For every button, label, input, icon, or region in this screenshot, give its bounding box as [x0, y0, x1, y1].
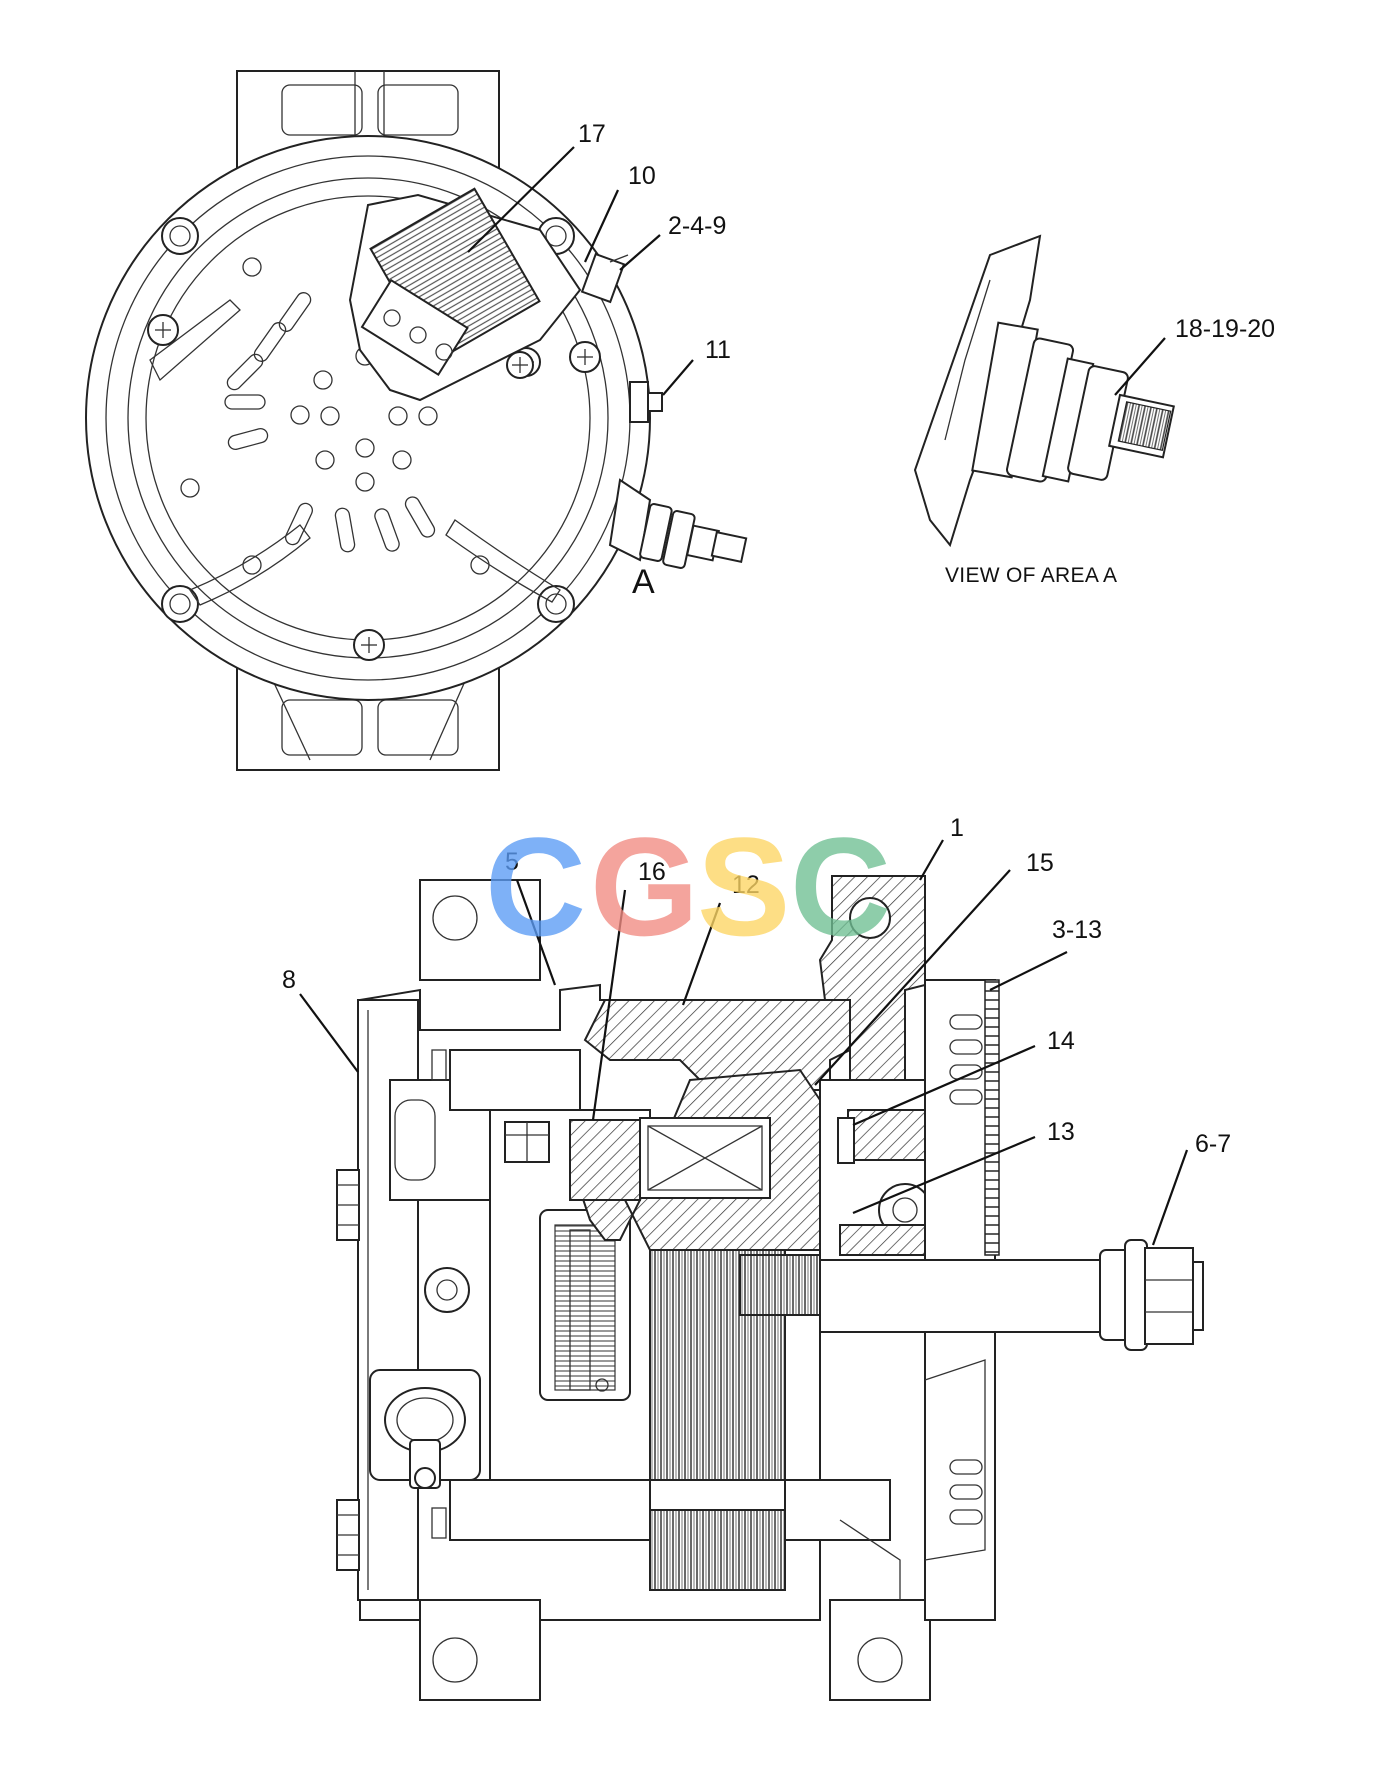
- callout-labels: 17 10 2-4-9 11 18-19-20 VIEW OF AREA A A…: [282, 120, 1275, 1158]
- screw-icon: [569, 341, 601, 373]
- field-coil: [639, 1117, 771, 1199]
- callout-10: 10: [628, 162, 656, 190]
- watermark-letter-g: G: [590, 808, 699, 965]
- rear-view: [85, 70, 748, 771]
- callout-16: 16: [638, 858, 666, 886]
- screw-icon: [506, 351, 534, 379]
- watermark-letter-c2: C: [790, 808, 891, 965]
- watermark-letter-s: S: [697, 808, 790, 965]
- callout-5: 5: [505, 848, 519, 876]
- callout-2-4-9: 2-4-9: [668, 212, 726, 240]
- callout-17: 17: [578, 120, 606, 148]
- area-letter: A: [632, 563, 655, 601]
- callout-15: 15: [1026, 849, 1054, 877]
- screw-icon: [147, 314, 179, 346]
- callout-6-7: 6-7: [1195, 1130, 1231, 1158]
- screw-icon: [353, 629, 385, 661]
- hex-nut-icon: [1124, 1239, 1204, 1351]
- area-a-detail: [913, 234, 1175, 548]
- callout-14: 14: [1047, 1027, 1075, 1055]
- callout-8: 8: [282, 966, 296, 994]
- terminal-block: [360, 278, 469, 376]
- watermark-letter-c1: C: [485, 808, 586, 965]
- bolt-head-icon: [424, 1267, 470, 1313]
- callout-12: 12: [732, 871, 760, 899]
- callout-1: 1: [950, 814, 964, 842]
- cgsc-watermark: C G S C: [485, 808, 891, 965]
- side-section-view: [336, 875, 1204, 1701]
- callout-18-19-20: 18-19-20: [1175, 315, 1275, 343]
- leader-lines: [299, 146, 1189, 1246]
- callout-11: 11: [705, 336, 731, 364]
- callout-13: 13: [1047, 1118, 1075, 1146]
- view-caption: VIEW OF AREA A: [945, 564, 1117, 587]
- bolt-head-icon: [504, 1121, 550, 1163]
- callout-3-13: 3-13: [1052, 916, 1102, 944]
